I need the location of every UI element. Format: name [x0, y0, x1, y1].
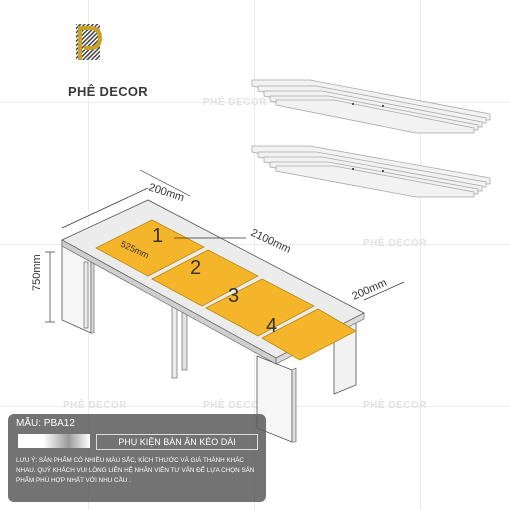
extended-table-drawing: 1 2 3 4 200mm 2100mm 200mm 750mm 525mm — [31, 169, 405, 443]
guide-line — [420, 0, 421, 510]
dimension-end-width: 200mm — [147, 181, 186, 204]
guide-line — [0, 244, 510, 245]
extension-leaf-4 — [261, 308, 357, 361]
leaf-number: 1 — [152, 225, 163, 247]
logo-mark-icon — [76, 24, 103, 60]
extension-leaf-1 — [95, 219, 205, 277]
product-note: LƯU Ý: SẢN PHẨM CÓ NHIỀU MÀU SẮC, KÍCH T… — [16, 457, 255, 484]
product-title: PHỤ KIỆN BÀN ĂN KÉO DÀI — [96, 434, 258, 450]
watermark: PHÊ DECOR — [363, 238, 427, 249]
leaf-number: 4 — [266, 315, 277, 337]
watermark: PHÊ DECOR — [363, 400, 427, 411]
dimension-end-depth: 200mm — [350, 277, 388, 303]
watermark: PHÊ DECOR — [203, 97, 267, 108]
middle-leg — [171, 299, 178, 379]
slide-rails-illustration — [251, 79, 491, 198]
model-code: MẪU: PBA12 — [16, 418, 75, 429]
leaf-number: 3 — [228, 285, 239, 307]
guide-line — [0, 102, 510, 103]
guide-line — [254, 0, 255, 510]
product-info-panel: MẪU: PBA12 PHỤ KIỆN BÀN ĂN KÉO DÀI LƯU Ý… — [8, 414, 266, 502]
watermark: PHÊ DECOR — [203, 400, 267, 411]
color-swatch-bar — [18, 434, 90, 448]
brand-name: PHÊ DECOR — [68, 84, 148, 99]
extension-leaf-3 — [205, 278, 315, 337]
dimension-length: 2100mm — [249, 227, 293, 256]
extension-leaf-2 — [151, 249, 259, 307]
dimension-height: 750mm — [31, 254, 43, 291]
guide-line — [0, 406, 510, 407]
brand-logo: PHÊ DECOR — [20, 20, 160, 99]
watermark: PHÊ DECOR — [63, 400, 127, 411]
leaf-number: 2 — [190, 257, 201, 279]
